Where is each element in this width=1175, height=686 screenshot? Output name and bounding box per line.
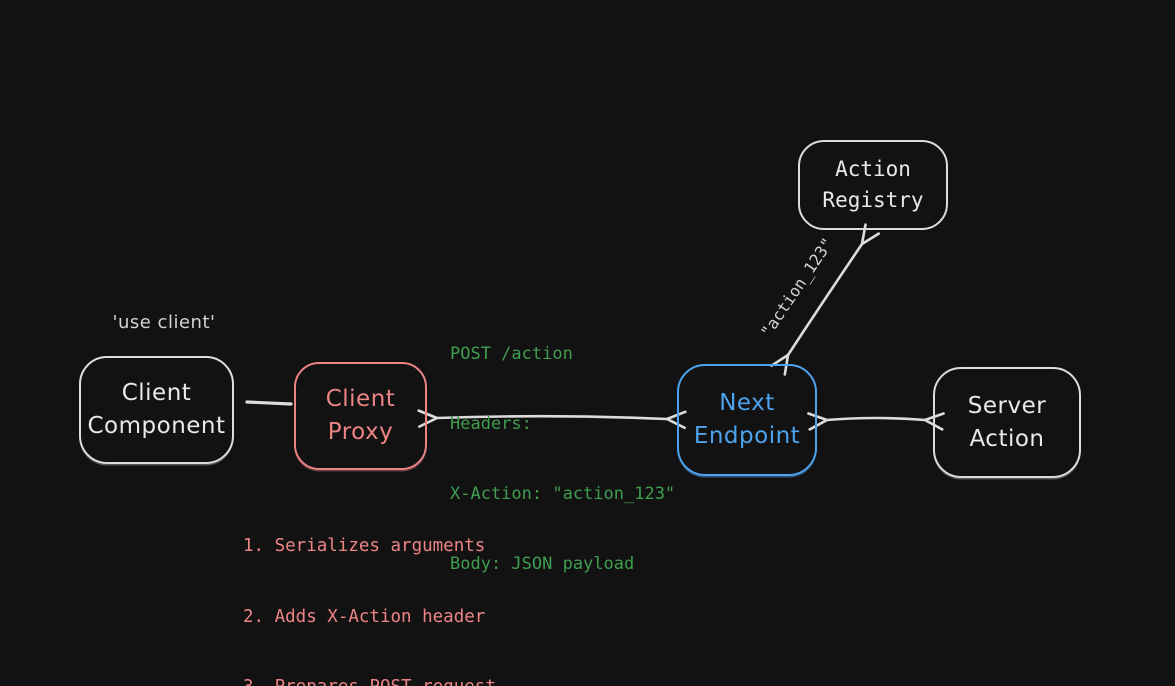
line-component-to-proxy bbox=[245, 400, 293, 406]
request-detail-line: Body: JSON payload bbox=[450, 554, 635, 575]
use-client-label: 'use client' bbox=[112, 312, 216, 333]
request-detail-line: Headers: bbox=[450, 414, 532, 435]
node-label-line: Action bbox=[835, 157, 911, 181]
proxy-step-line: 3. Prepares POST request bbox=[243, 676, 496, 686]
request-details-block: POST /action Headers: X-Action: "action_… bbox=[450, 296, 675, 624]
node-action-registry: Action Registry bbox=[798, 140, 948, 230]
node-label-line: Registry bbox=[822, 188, 924, 212]
node-label-line: Server bbox=[967, 392, 1047, 419]
node-label-line: Client bbox=[121, 380, 192, 406]
node-label-line: Component bbox=[87, 413, 226, 439]
request-detail-line: X-Action: "action_123" bbox=[450, 484, 676, 505]
node-server-action: Server Action bbox=[933, 367, 1081, 478]
proxy-step-line: 2. Adds X-Action header bbox=[243, 606, 486, 627]
request-detail-line: POST /action bbox=[450, 343, 573, 364]
arrow-endpoint-server bbox=[807, 412, 945, 431]
registry-arrow-label: "action_123" bbox=[756, 234, 838, 341]
node-label-line: Endpoint bbox=[693, 423, 801, 449]
node-client-proxy: Client Proxy bbox=[294, 362, 427, 470]
node-next-endpoint: Next Endpoint bbox=[677, 364, 817, 476]
proxy-steps-block: 1. Serializes arguments 2. Adds X-Action… bbox=[243, 488, 496, 686]
node-label-line: Client bbox=[325, 386, 396, 412]
proxy-step-line: 1. Serializes arguments bbox=[243, 536, 486, 556]
node-label-line: Next bbox=[719, 390, 775, 416]
node-client-component: Client Component bbox=[79, 356, 234, 464]
node-label-line: Action bbox=[969, 425, 1045, 452]
node-label-line: Proxy bbox=[327, 419, 394, 445]
